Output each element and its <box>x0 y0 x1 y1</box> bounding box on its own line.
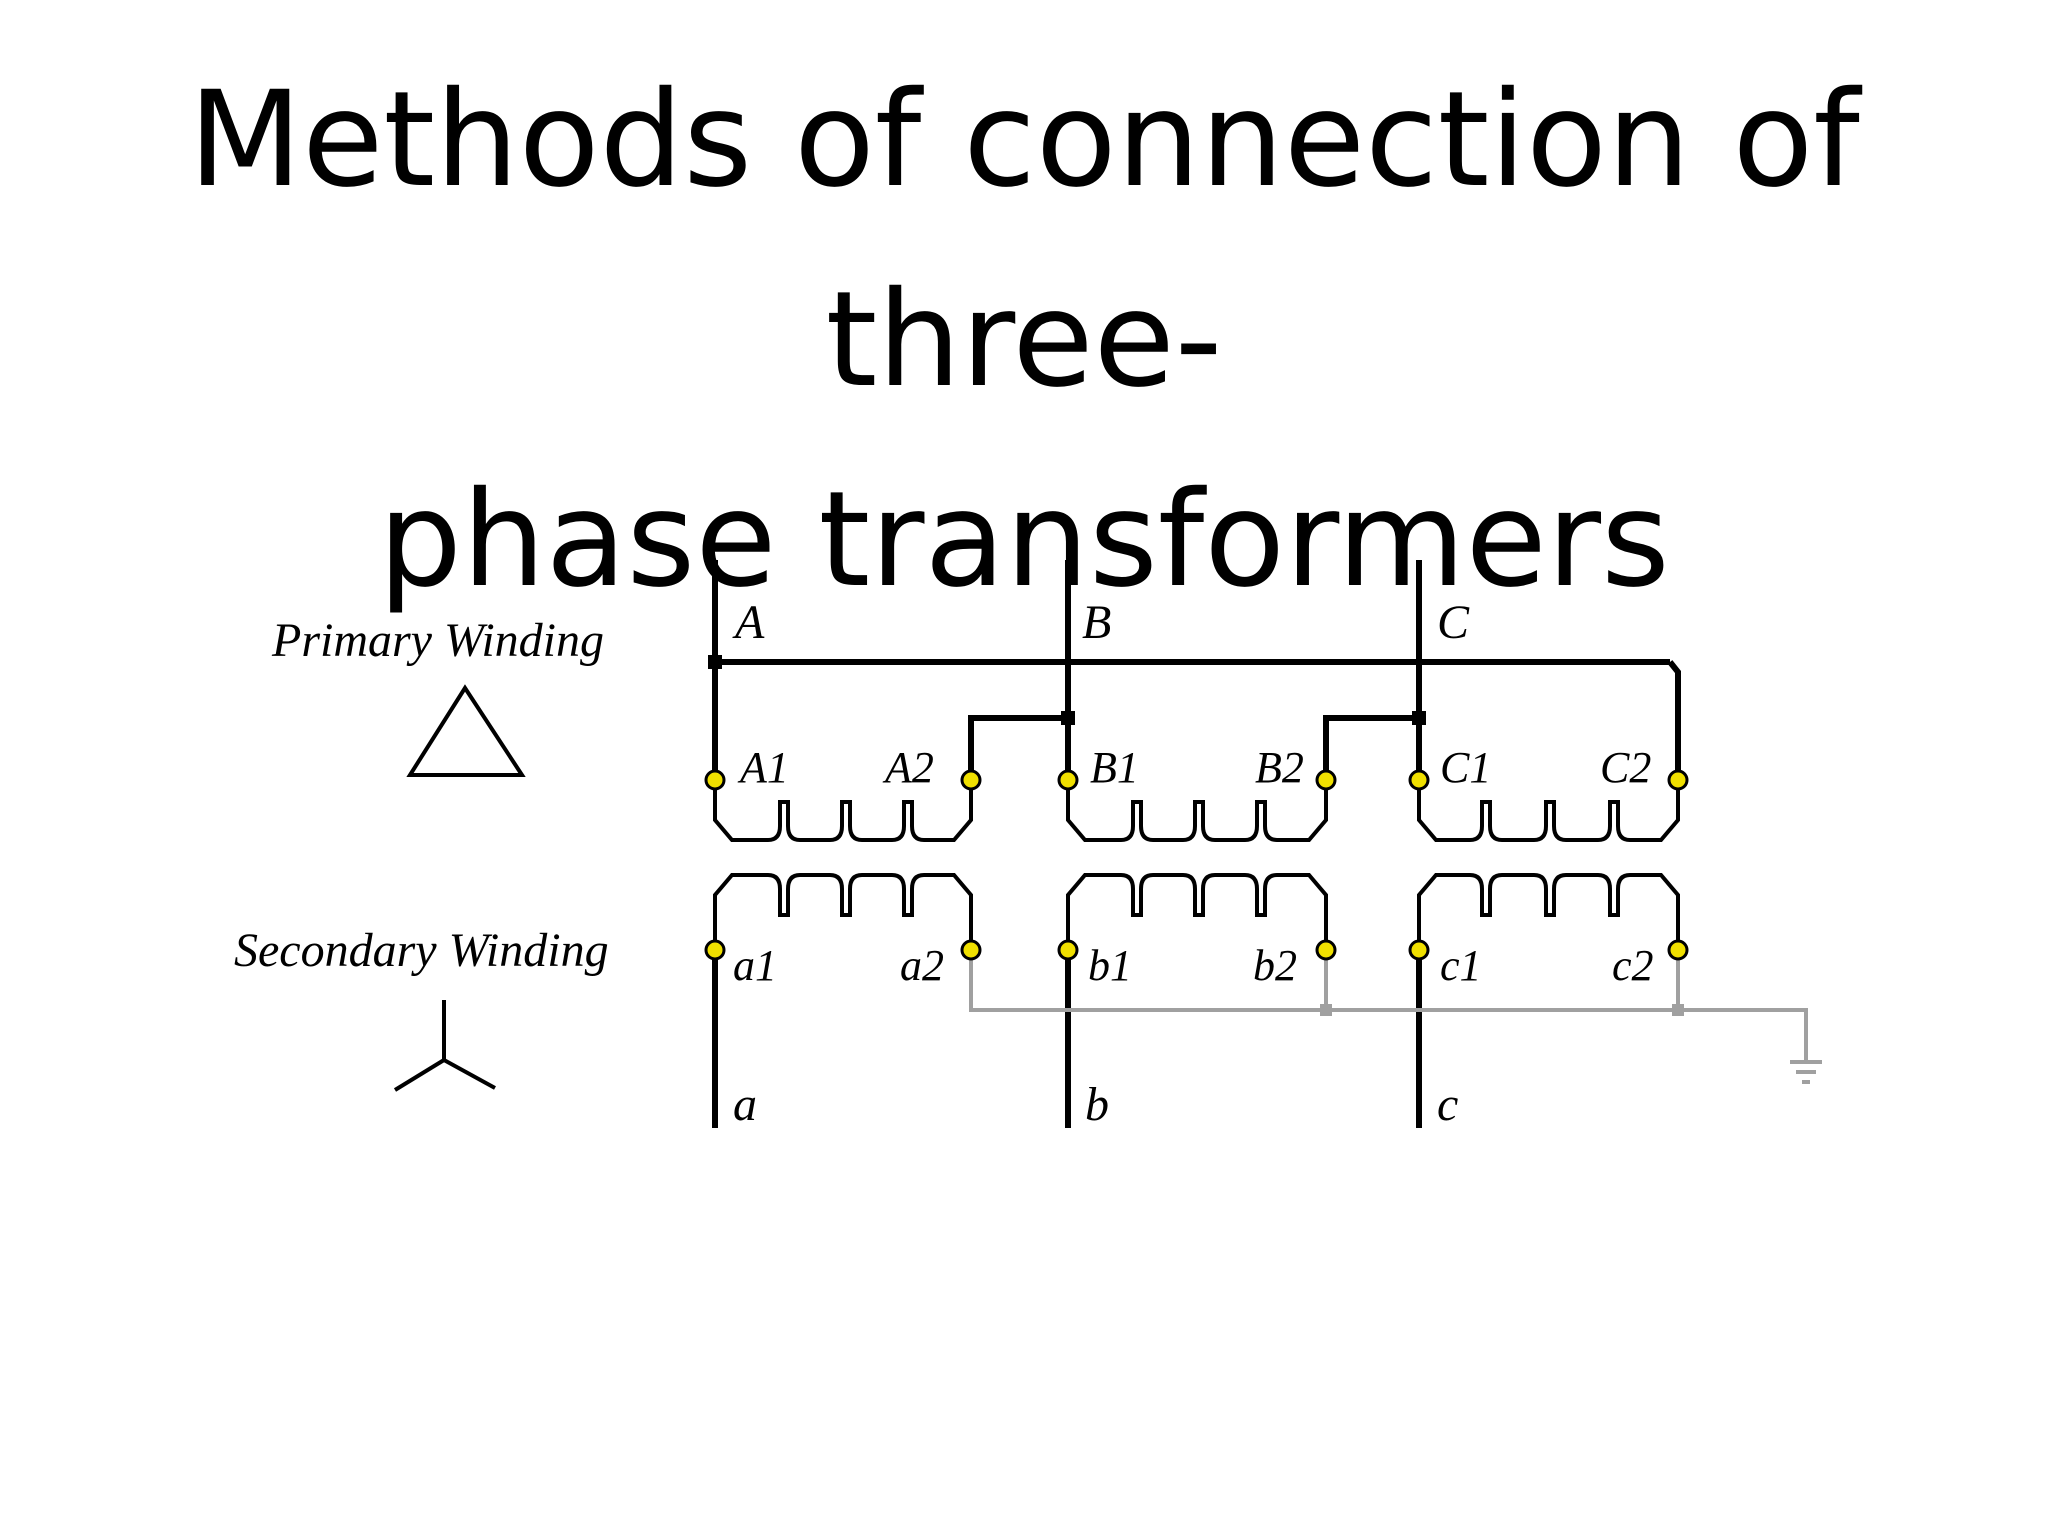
neutral-junctions <box>1320 1004 1684 1016</box>
primary-coil-a <box>713 780 973 842</box>
secondary-coils <box>713 873 1680 940</box>
primary-coil-b <box>1066 780 1328 842</box>
bus-junctions <box>708 655 1426 725</box>
terminal-B1 <box>1057 769 1079 791</box>
title-line-1: Methods of connection of three- <box>188 63 1860 417</box>
terminal-labels: A1 A2 B1 B2 C1 C2 a1 a2 b1 b2 c1 c2 <box>733 743 1654 990</box>
label-c1: c1 <box>1440 941 1482 990</box>
delta-symbol <box>406 684 526 777</box>
title-line-2: phase transformers <box>378 463 1670 617</box>
terminal-b1 <box>1057 939 1079 961</box>
terminal-A1 <box>704 769 726 791</box>
phase-b-label: B <box>1082 596 1111 649</box>
terminal-c1 <box>1408 939 1430 961</box>
secondary-output-lines <box>712 940 1422 1128</box>
label-a1: a1 <box>733 941 777 990</box>
label-a2: a2 <box>900 941 944 990</box>
terminal-C2 <box>1667 769 1689 791</box>
secondary-coil-c <box>1417 873 1680 940</box>
page-title: Methods of connection of three- phase tr… <box>0 40 2048 640</box>
phase-a-label: A <box>732 596 765 649</box>
terminals <box>704 769 1689 961</box>
primary-winding-text: Primary Winding <box>271 614 604 667</box>
output-a-label: a <box>733 1078 757 1131</box>
secondary-winding-text: Secondary Winding <box>234 924 609 977</box>
output-c-label: c <box>1437 1078 1458 1131</box>
label-A1: A1 <box>737 743 789 792</box>
label-c2: c2 <box>1612 941 1654 990</box>
terminal-C1 <box>1408 769 1430 791</box>
label-C2: C2 <box>1600 743 1651 792</box>
label-B1: B1 <box>1090 743 1139 792</box>
terminal-a2 <box>960 939 982 961</box>
output-b-label: b <box>1085 1078 1109 1131</box>
label-b2: b2 <box>1253 941 1297 990</box>
primary-winding-label: Primary Winding <box>271 614 604 667</box>
terminal-b2 <box>1315 939 1337 961</box>
primary-coils <box>713 780 1680 842</box>
secondary-coil-b <box>1066 873 1328 940</box>
wye-symbol <box>393 1000 496 1092</box>
primary-coil-c <box>1417 780 1680 842</box>
phase-c-label: C <box>1437 596 1470 649</box>
label-B2: B2 <box>1255 743 1304 792</box>
terminal-a1 <box>704 939 726 961</box>
primary-delta-bus <box>712 560 1681 780</box>
terminal-c2 <box>1667 939 1689 961</box>
label-A2: A2 <box>882 743 934 792</box>
label-C1: C1 <box>1440 743 1491 792</box>
ground-icon <box>1790 1060 1822 1084</box>
secondary-coil-a <box>713 873 973 940</box>
terminal-B2 <box>1315 769 1337 791</box>
terminal-A2 <box>960 769 982 791</box>
label-b1: b1 <box>1088 941 1132 990</box>
output-labels: a b c <box>733 1078 1458 1131</box>
